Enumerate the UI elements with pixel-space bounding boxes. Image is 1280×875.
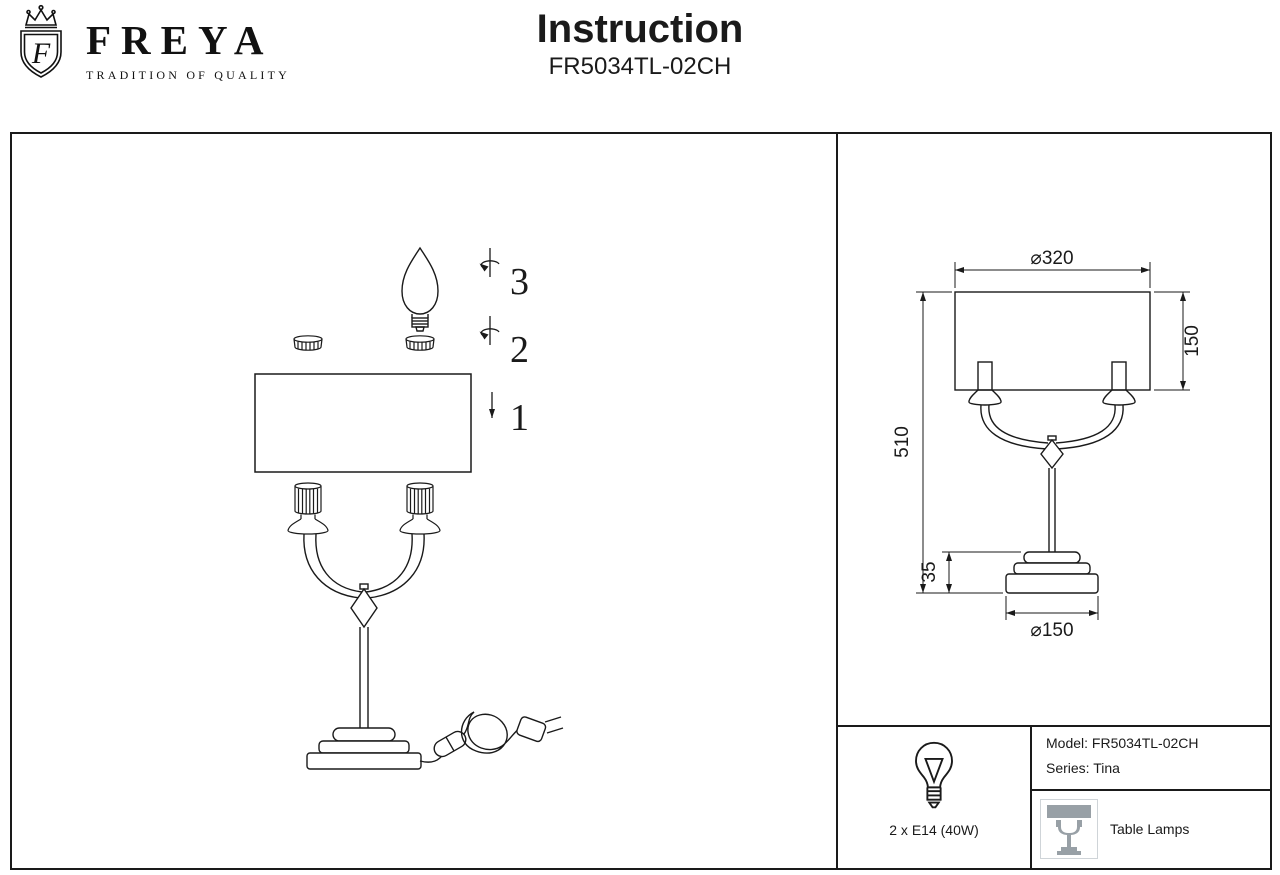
dim-base-height: 35 bbox=[919, 561, 940, 582]
model-label: Model: FR5034TL-02CH bbox=[1046, 735, 1199, 751]
step-2-label: 2 bbox=[510, 329, 529, 371]
power-cord-drawing bbox=[419, 711, 564, 763]
series-label: Series: Tina bbox=[1046, 760, 1120, 776]
lampshade-drawing bbox=[254, 373, 472, 473]
assembly-diagram-svg: 3 2 1 bbox=[254, 246, 564, 770]
shade-ring-left-drawing bbox=[293, 335, 323, 351]
step-1-label: 1 bbox=[510, 397, 529, 439]
category-row: Table Lamps bbox=[1040, 798, 1266, 860]
info-cell-divider bbox=[1032, 789, 1270, 791]
table-lamp-pictogram bbox=[1047, 805, 1091, 855]
brand-name: FREYA bbox=[86, 17, 274, 63]
lamp-body-drawing bbox=[287, 482, 441, 770]
bulb-spec-label: 2 x E14 (40W) bbox=[889, 822, 979, 838]
dimension-labels: ⌀320 150 510 35 ⌀150 bbox=[892, 248, 1203, 641]
dim-base-diameter: ⌀150 bbox=[1030, 620, 1073, 641]
table-lamp-icon bbox=[1040, 799, 1098, 859]
product-info-cell: Model: FR5034TL-02CH Series: Tina bbox=[1032, 727, 1270, 868]
dimension-lines bbox=[916, 262, 1190, 620]
diagram-panel: 3 2 1 bbox=[10, 132, 1272, 870]
logo-letter: F bbox=[31, 37, 51, 70]
brand-tagline: TRADITION OF QUALITY bbox=[86, 68, 290, 82]
model-code: FR5034TL-02CH bbox=[548, 53, 732, 80]
step-3-label: 3 bbox=[510, 261, 529, 303]
brand-text-block: FREYA TRADITION OF QUALITY bbox=[86, 4, 290, 83]
freya-crest-icon: F bbox=[20, 4, 62, 78]
panel-divider-vertical bbox=[836, 134, 838, 868]
dimensions-diagram: ⌀320 150 510 35 ⌀150 bbox=[838, 134, 1270, 725]
rotate-arrow-step3-icon bbox=[478, 247, 500, 278]
dim-total-height: 510 bbox=[892, 426, 913, 458]
rotate-arrow-step2-icon bbox=[478, 315, 500, 346]
dim-shade-diameter: ⌀320 bbox=[1030, 248, 1073, 269]
right-panel-divider-horizontal bbox=[836, 725, 1270, 727]
page-title: Instruction bbox=[536, 7, 744, 51]
bulb-drawing bbox=[401, 246, 439, 332]
bulb-spec-cell: 2 x E14 (40W) bbox=[838, 727, 1030, 868]
dim-shade-height: 150 bbox=[1182, 325, 1203, 357]
shade-ring-right-drawing bbox=[405, 335, 435, 351]
brand-logo: F FREYA TRADITION OF QUALITY bbox=[12, 4, 290, 84]
assembly-diagram: 3 2 1 bbox=[12, 134, 836, 868]
title-block: Instruction FR5034TL-02CH bbox=[0, 8, 1280, 81]
bottom-cells-divider-vertical bbox=[1030, 725, 1032, 868]
dim-shade-drawing bbox=[954, 291, 1151, 391]
bulb-spec-icon bbox=[915, 741, 953, 809]
dim-lamp-drawing bbox=[954, 291, 1151, 594]
dimensions-diagram-svg: ⌀320 150 510 35 ⌀150 bbox=[892, 248, 1203, 641]
category-label: Table Lamps bbox=[1110, 821, 1190, 837]
